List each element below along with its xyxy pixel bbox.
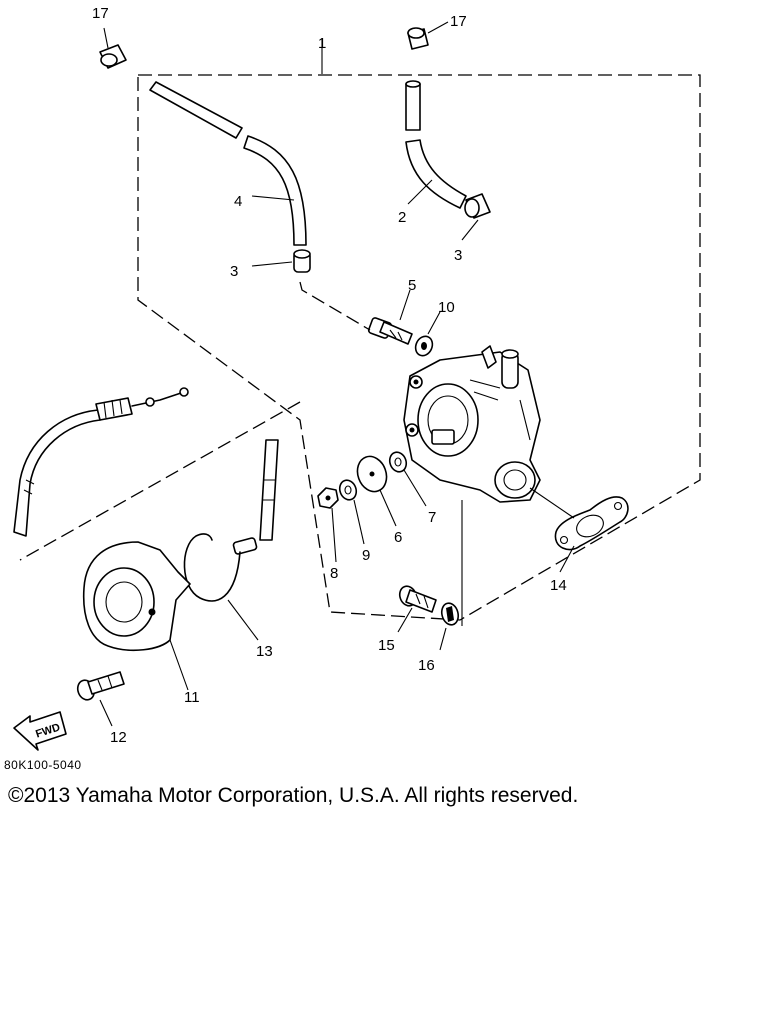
hose-2 [405,80,467,209]
plate-6 [356,455,397,527]
bolt-15 [397,585,437,633]
callout-1: 1 [318,35,326,52]
clamp-3-right [461,193,491,241]
bolt-5 [367,289,413,345]
pump-cover-11 [82,541,191,691]
callout-13: 13 [256,643,273,660]
callout-15: 15 [378,637,395,654]
oil-pump-body [403,345,541,503]
hose-4 [149,81,307,246]
callout-16: 16 [418,657,435,674]
callout-10: 10 [438,299,455,316]
callout-3-left: 3 [230,263,238,280]
washer-10 [414,311,441,357]
callout-2: 2 [398,209,406,226]
gasket-14 [529,487,629,573]
forward-direction-arrow[interactable]: FWD [13,711,67,751]
callout-8: 8 [330,565,338,582]
callout-14: 14 [550,577,567,594]
clamp-3-left [251,249,311,273]
cap-17-left [99,27,127,69]
callout-17-right: 17 [450,13,467,30]
callout-12: 12 [110,729,127,746]
callout-9: 9 [362,547,370,564]
callout-4: 4 [234,193,242,210]
callout-5: 5 [408,277,416,294]
copyright-notice: ©2013 Yamaha Motor Corporation, U.S.A. A… [8,784,579,807]
cap-17-right [407,21,449,50]
oil-pump-parts-diagram: FWD 17 17 1 4 3 2 3 5 10 7 6 9 8 14 15 1… [13,5,701,751]
callout-11: 11 [184,689,200,706]
sensor-cable-13 [183,439,279,641]
drawing-code: 80K100-5040 [4,758,82,772]
nut-8 [317,487,339,563]
callout-6: 6 [394,529,402,546]
callout-3-right: 3 [454,247,462,264]
washer-16 [439,602,460,651]
washer-9 [338,479,365,545]
alignment-line-3 [299,281,371,331]
bolt-12 [76,671,125,727]
assembly-boundary [19,38,701,621]
washer-7 [388,451,427,507]
callout-7: 7 [428,509,436,526]
callout-17-left: 17 [92,5,109,22]
callout-numbers: 17 17 1 4 3 2 3 5 10 7 6 9 8 14 15 16 13… [92,5,567,746]
throttle-cable [13,387,189,537]
